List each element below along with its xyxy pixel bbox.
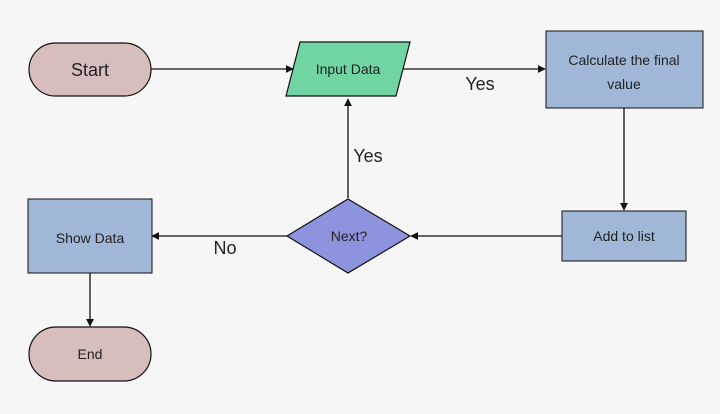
end-terminator-shape bbox=[28, 326, 152, 382]
node-input-data: Input Data bbox=[285, 41, 411, 97]
start-label: Start bbox=[71, 60, 109, 80]
end-label: End bbox=[78, 346, 103, 362]
node-add-to-list: Add to list bbox=[561, 210, 687, 262]
add-to-list-process-shape bbox=[561, 210, 687, 262]
calculate-process-shape bbox=[545, 30, 704, 109]
calculate-label-line2: value bbox=[607, 76, 641, 92]
node-end: End bbox=[28, 326, 152, 382]
input-data-label: Input Data bbox=[316, 61, 381, 77]
start-terminator-shape bbox=[28, 42, 152, 97]
show-data-label: Show Data bbox=[56, 230, 125, 246]
node-calculate: Calculate the final value bbox=[545, 30, 704, 109]
edge-label-yes-input: Yes bbox=[353, 146, 382, 166]
add-to-list-label: Add to list bbox=[593, 228, 655, 244]
show-data-process-shape bbox=[27, 198, 153, 274]
node-next-decision: Next? bbox=[285, 198, 412, 274]
edge-label-yes-calculate: Yes bbox=[465, 74, 494, 94]
edge-label-no: No bbox=[213, 238, 236, 258]
node-start: Start bbox=[28, 42, 152, 97]
next-decision-diamond-shape bbox=[285, 198, 412, 274]
node-show-data: Show Data bbox=[27, 198, 153, 274]
calculate-label-line1: Calculate the final bbox=[568, 52, 679, 68]
input-data-parallelogram-shape bbox=[285, 41, 411, 97]
next-decision-label: Next? bbox=[331, 228, 368, 244]
